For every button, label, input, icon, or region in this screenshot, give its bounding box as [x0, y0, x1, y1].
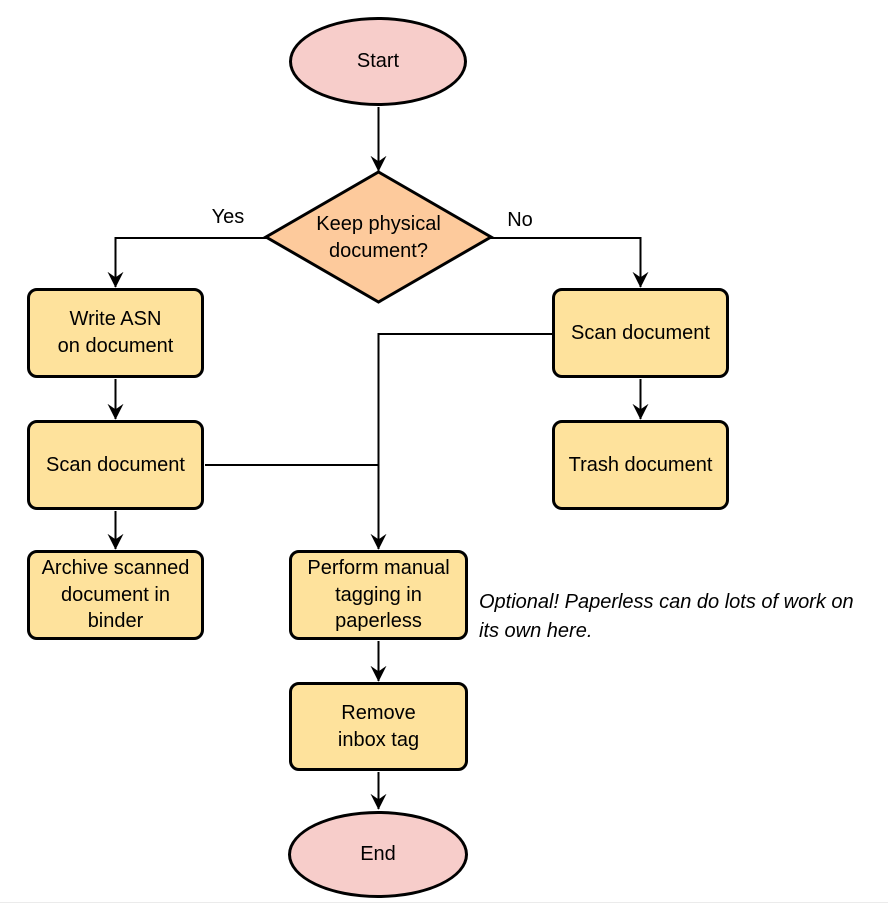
node-scan-document-right: Scan document [552, 288, 729, 378]
page-divider [0, 902, 888, 903]
node-end: End [288, 811, 468, 898]
edge-scan-right-to-tagging [370, 333, 552, 550]
node-remove-inbox-tag-label: Remove inbox tag [337, 701, 420, 751]
node-archive-in-binder: Archive scanned document in binder [27, 550, 204, 640]
node-remove-inbox-tag: Remove inbox tag [289, 682, 468, 771]
node-write-asn-label: Write ASN on document [57, 308, 174, 357]
edge-decision-yes-to-write-asn [107, 237, 267, 288]
node-trash-document-label: Trash document [568, 453, 713, 476]
node-trash-document: Trash document [552, 420, 729, 510]
node-scan-document-right-label: Scan document [571, 321, 710, 344]
edge-decision-no-to-scan-right [490, 237, 649, 288]
node-archive-in-binder-label: Archive scanned document in binder [41, 557, 190, 633]
node-decision-label: Keep physical document? [316, 213, 441, 262]
edge-label-yes: Yes [211, 206, 245, 228]
node-start: Start [289, 17, 467, 106]
node-manual-tagging-label: Perform manual tagging in paperless [307, 557, 450, 633]
node-scan-document-left: Scan document [27, 420, 204, 510]
node-scan-document-left-label: Scan document [46, 453, 185, 476]
node-manual-tagging: Perform manual tagging in paperless [289, 550, 468, 640]
optional-note: Optional! Paperless can do lots of work … [479, 591, 854, 642]
decision-diamond [263, 170, 494, 304]
edge-label-no: No [507, 209, 533, 231]
node-end-label: End [360, 843, 396, 866]
node-write-asn: Write ASN on document [27, 288, 204, 378]
node-start-label: Start [356, 50, 400, 73]
